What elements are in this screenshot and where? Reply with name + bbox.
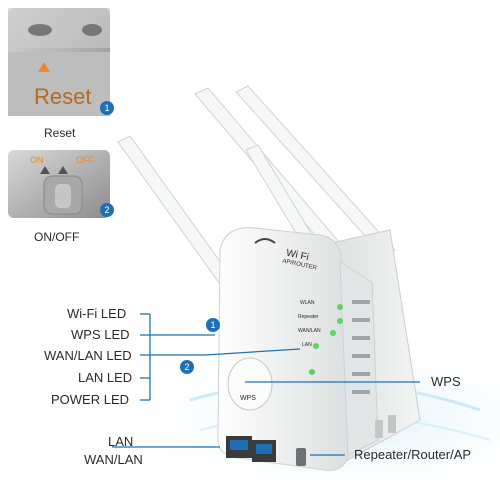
- power-on-text: ON: [30, 155, 44, 165]
- power-badge: 2: [100, 203, 114, 217]
- callout-badge-2: 2: [180, 360, 194, 374]
- callout-wanlan-port: WAN/LAN: [84, 452, 143, 467]
- reset-button-text: Reset: [34, 84, 92, 109]
- callout-lan-port: LAN: [108, 434, 134, 449]
- callout-power-led: POWER LED: [51, 392, 130, 407]
- callout-wanlan-led: WAN/LAN LED: [44, 348, 132, 363]
- callout-lines: [112, 313, 420, 456]
- reset-badge: 1: [100, 101, 114, 115]
- reset-inset: [8, 8, 110, 116]
- wps-button-text: WPS: [240, 395, 256, 402]
- led-label-repeater: Repeater: [298, 314, 319, 320]
- callout-wifi-led: Wi-Fi LED: [67, 306, 127, 321]
- power-inset: [8, 150, 110, 218]
- led-label-wanlan: WAN/LAN: [298, 328, 321, 334]
- reset-caption: Reset: [44, 126, 76, 140]
- callout-mode-switch: Repeater/Router/AP: [354, 447, 472, 462]
- callout-wps-led: WPS LED: [71, 327, 130, 342]
- callout-badge-1: 1: [206, 318, 220, 332]
- callout-lan-led: LAN LED: [78, 370, 133, 385]
- callout-wps-button: WPS: [431, 374, 461, 389]
- power-caption: ON/OFF: [34, 230, 80, 244]
- power-off-text: OFF: [76, 155, 94, 165]
- led-label-wlan: WLAN: [300, 300, 315, 306]
- device-body: [217, 227, 396, 471]
- led-label-lan: LAN: [302, 342, 312, 348]
